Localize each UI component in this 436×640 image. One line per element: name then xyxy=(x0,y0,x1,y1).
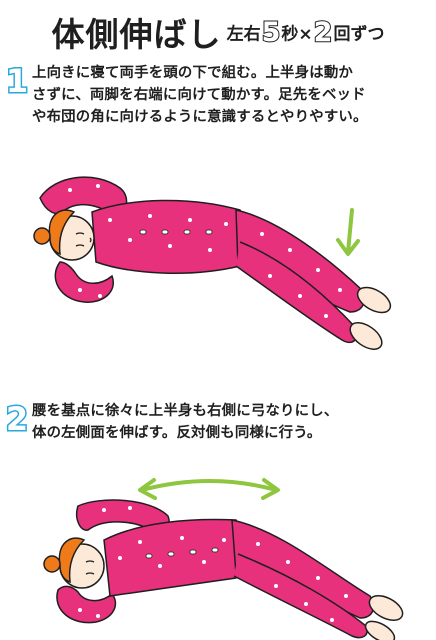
title-prefix: 左右 xyxy=(226,24,261,45)
illustration-step-2 xyxy=(0,462,436,640)
step-1-line-3: や布団の角に向けるように意識するとやりやすい。 xyxy=(32,109,368,125)
step-1-number-icon: 1 xyxy=(6,62,28,98)
title-times-number: 2 xyxy=(313,16,334,49)
step-2-line-2: 体の左側面を伸ばす。反対側も同様に行う。 xyxy=(32,425,322,441)
illustration-step-1 xyxy=(0,150,436,360)
feet xyxy=(349,286,392,350)
step-2-line-1: 腰を基点に徐々に上半身も右側に弓なりにし、 xyxy=(32,403,339,419)
title-seconds-number: 5 xyxy=(261,16,282,49)
torso xyxy=(103,518,245,597)
hair xyxy=(48,209,76,256)
step-2-number: 2 xyxy=(6,400,28,436)
polka-dots xyxy=(68,184,342,318)
step-1-text: 上向きに寝て両手を頭の下で組む。上半身は動か さずに、両脚を右端に向けて動かす。… xyxy=(32,62,430,128)
double-arrow-icon xyxy=(138,478,280,500)
title-times-unit: 回ずつ xyxy=(333,24,385,45)
step-1-line-1: 上向きに寝て両手を頭の下で組む。上半身は動か xyxy=(32,65,353,81)
down-arrow-icon xyxy=(336,208,360,256)
step-1-number: 1 xyxy=(6,62,28,98)
title-main: 体側伸ばし xyxy=(51,15,222,54)
step-2-text: 腰を基点に徐々に上半身も右側に弓なりにし、 体の左側面を伸ばす。反対側も同様に行… xyxy=(32,400,430,444)
torso xyxy=(91,199,249,274)
step-2-number-icon: 2 xyxy=(6,400,28,436)
title-seconds-unit: 秒× xyxy=(281,24,313,45)
step-1-line-2: さずに、両脚を右端に向けて動かす。足先をベッド xyxy=(32,87,366,103)
page-title: 体側伸ばし 左右5秒×2回ずつ xyxy=(0,8,436,56)
